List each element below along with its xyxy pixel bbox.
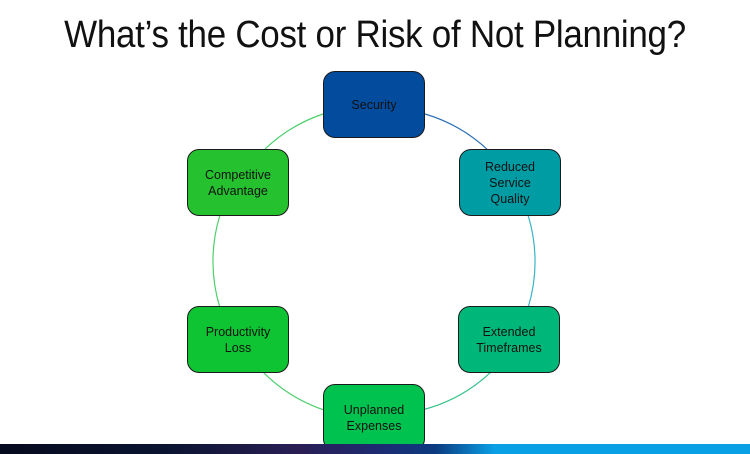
slide-title: What’s the Cost or Risk of Not Planning? [64, 14, 686, 56]
node-label: Productivity Loss [205, 324, 271, 355]
cycle-node-productivity-loss: Productivity Loss [187, 306, 289, 373]
node-label: Unplanned Expenses [343, 402, 405, 433]
footer-banner [0, 444, 750, 454]
cycle-node-competitive-advantage: Competitive Advantage [187, 149, 289, 216]
node-label: Extended Timeframes [476, 324, 542, 355]
cycle-node-security: Security [323, 71, 425, 138]
cycle-node-reduced-service-quality: Reduced Service Quality [459, 149, 561, 216]
node-label: Competitive Advantage [205, 167, 271, 198]
cycle-node-unplanned-expenses: Unplanned Expenses [323, 384, 425, 451]
cycle-node-extended-timeframes: Extended Timeframes [458, 306, 560, 373]
node-label: Reduced Service Quality [484, 159, 536, 206]
node-label: Security [351, 97, 397, 112]
